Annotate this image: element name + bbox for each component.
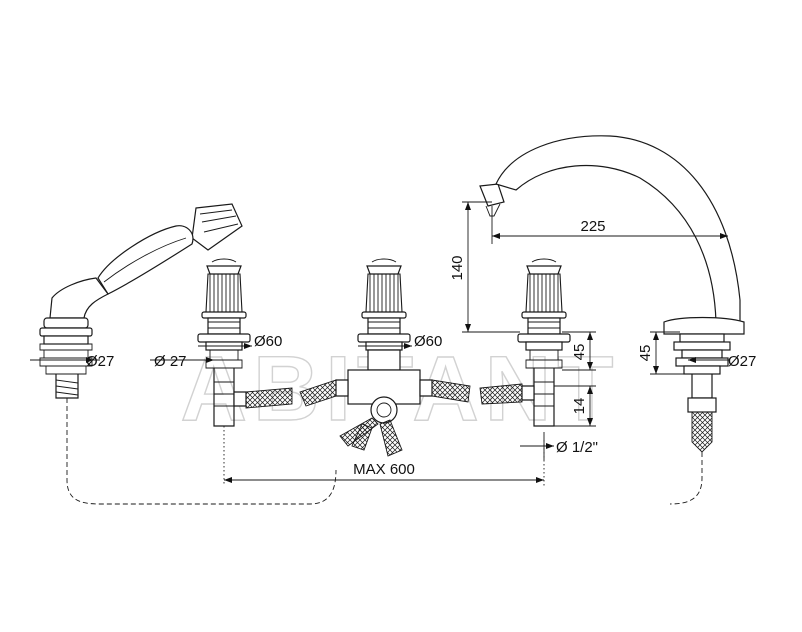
dim-thread-size: Ø 1/2" xyxy=(556,439,598,456)
dim-hand-shower-base: Ø27 xyxy=(86,353,114,370)
right-valve-handle xyxy=(525,273,563,313)
dim-max-spacing: MAX 600 xyxy=(353,461,415,478)
diverter-valve xyxy=(299,258,471,457)
diverter-handle xyxy=(365,273,403,313)
bath-spout xyxy=(479,135,745,505)
spout-arch xyxy=(495,135,741,323)
right-valve xyxy=(479,258,571,427)
dim-connector-length: 14 xyxy=(571,398,588,415)
dim-spout-base-height: 45 xyxy=(637,345,654,362)
dim-left-valve-base: Ø 27 xyxy=(154,353,187,370)
dim-right-valve-height: 45 xyxy=(571,344,588,361)
dim-spout-height: 140 xyxy=(449,255,466,280)
shower-head xyxy=(191,203,243,251)
spout-hose xyxy=(669,452,703,505)
dim-left-valve-rosette: Ø60 xyxy=(254,333,282,350)
shower-handle xyxy=(97,225,194,295)
dim-spout-base: Ø27 xyxy=(728,353,756,370)
dim-diverter-rosette: Ø60 xyxy=(414,333,442,350)
shower-hose xyxy=(66,398,337,505)
dim-spout-reach: 225 xyxy=(580,218,605,235)
hand-shower xyxy=(39,203,337,505)
left-valve-handle xyxy=(205,273,243,313)
dimensions: Ø27 Ø 27 Ø60 Ø60 140 225 45 xyxy=(30,201,756,486)
